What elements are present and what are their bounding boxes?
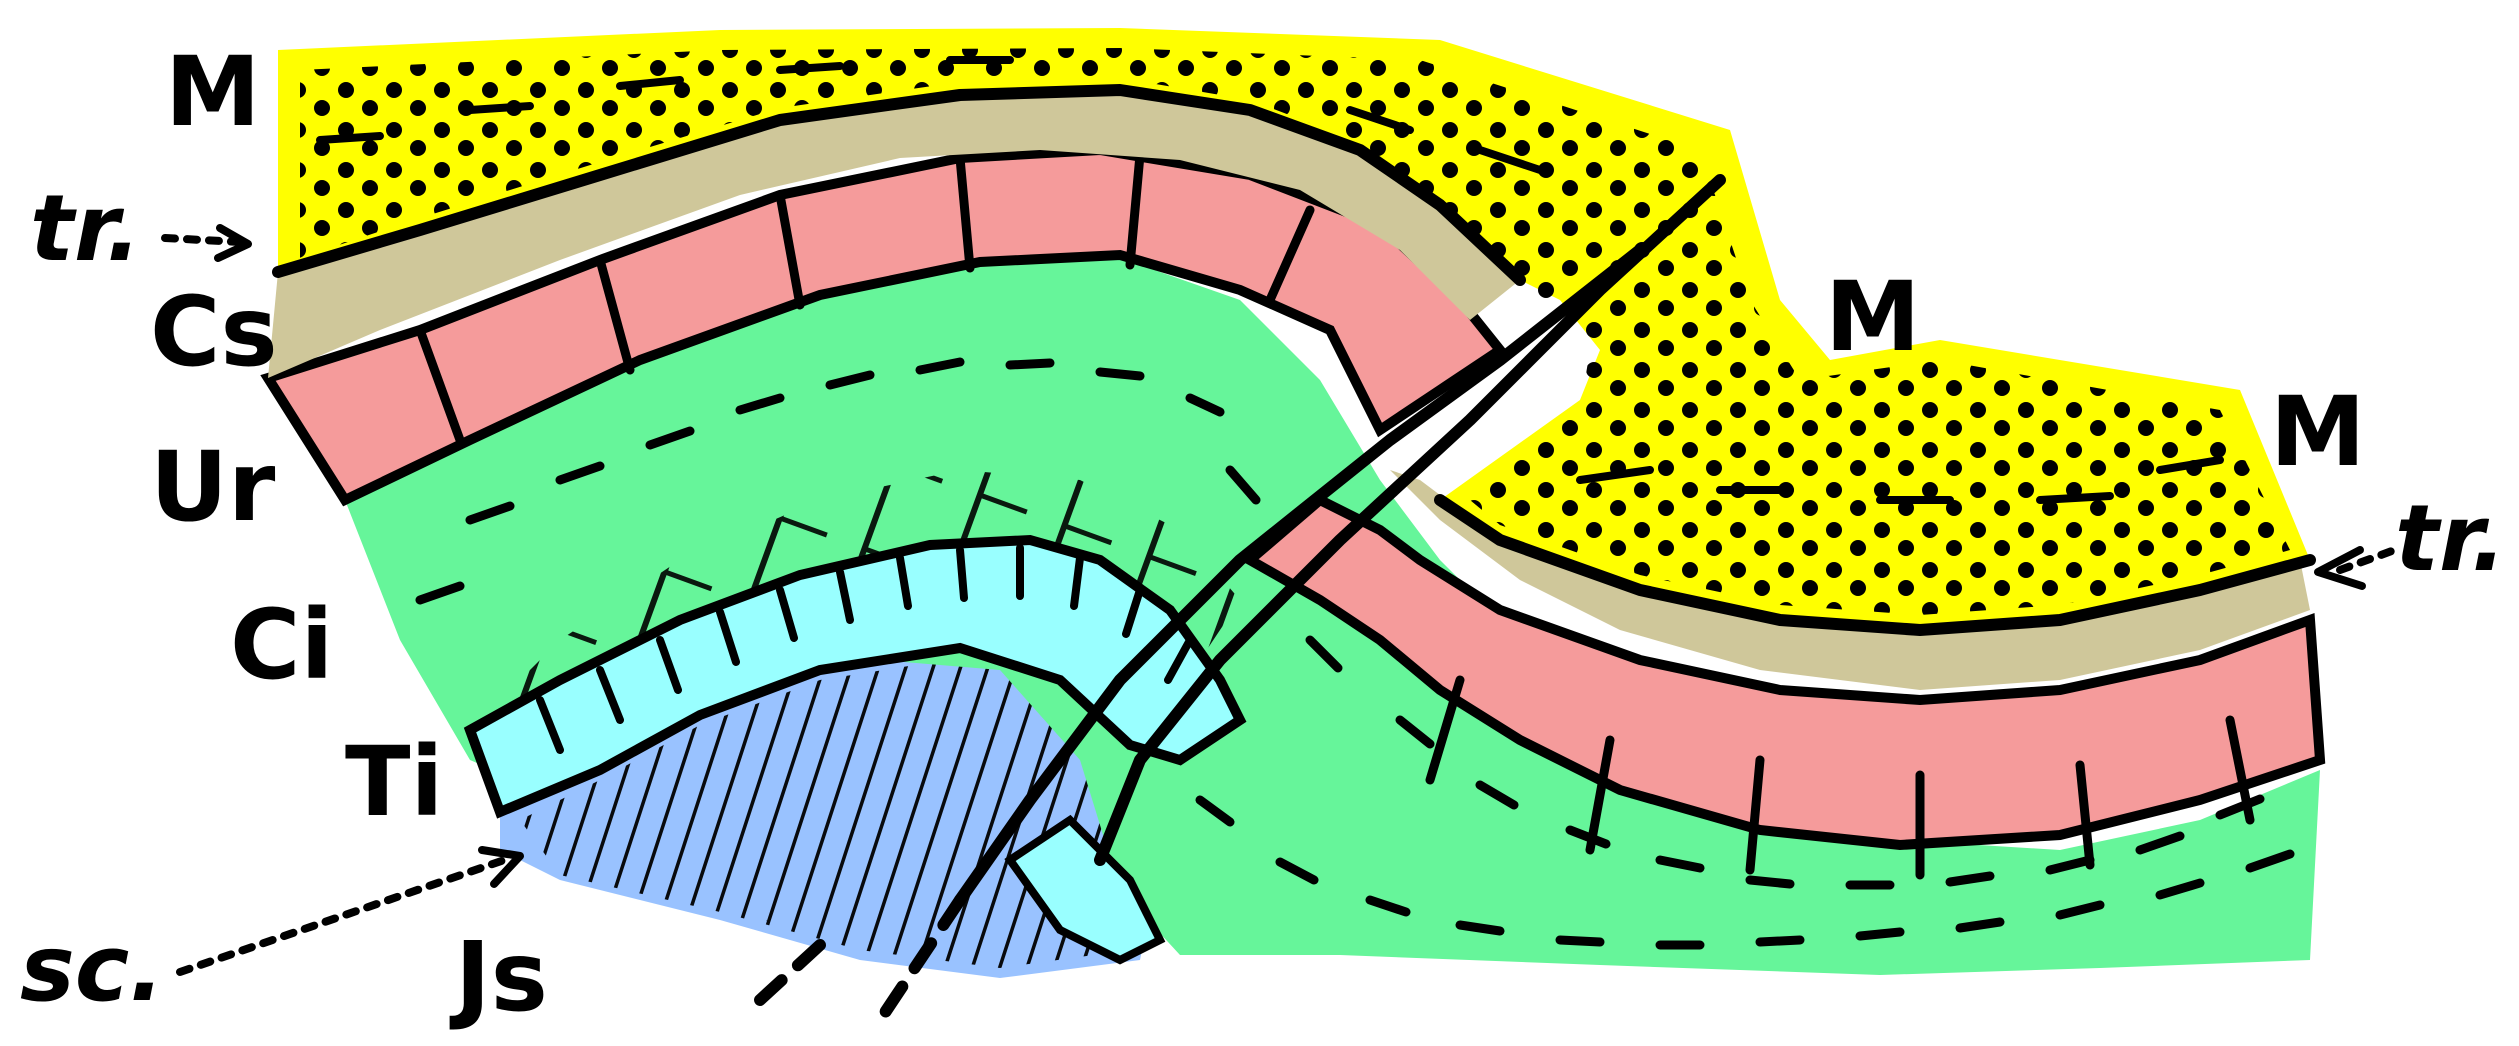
label-sc: sc. xyxy=(20,915,164,1022)
label-m-middle: M xyxy=(1825,261,1921,373)
tr-left-arrow-icon xyxy=(165,228,248,258)
label-js: Js xyxy=(449,921,548,1033)
label-ci: Ci xyxy=(230,589,333,701)
label-tr-left: tr. xyxy=(30,175,141,282)
tr-right-arrow-icon xyxy=(2318,548,2400,586)
label-ur: Ur xyxy=(150,431,276,543)
label-ti: Ti xyxy=(345,726,443,838)
label-cs: Cs xyxy=(150,276,278,388)
label-m-right: M xyxy=(2270,376,2366,488)
label-tr-right: tr. xyxy=(2395,485,2506,592)
label-m-top-left: M xyxy=(165,36,261,148)
